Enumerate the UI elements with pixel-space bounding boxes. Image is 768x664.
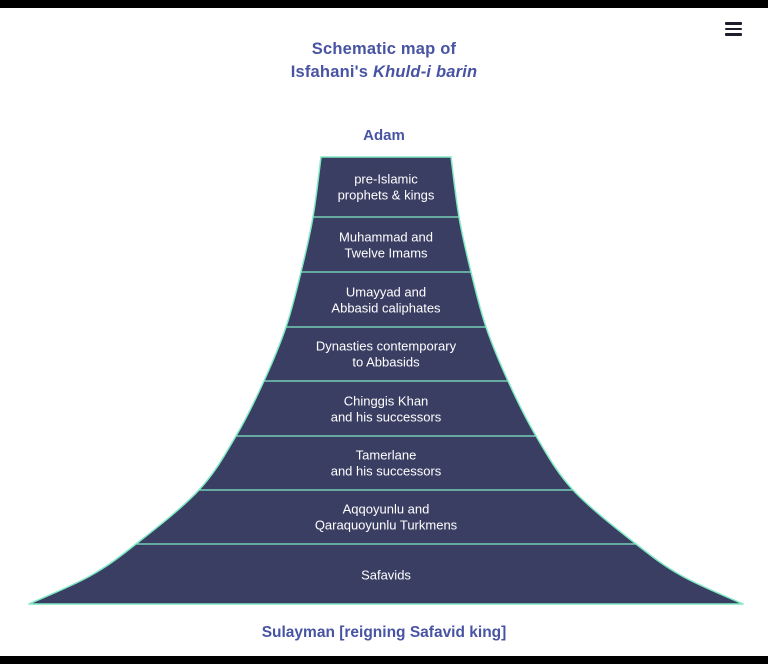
- tier-label-chinggis: Chinggis Khan and his successors: [330, 393, 442, 425]
- tier-label-tamerlane: Tamerlane and his successors: [330, 447, 442, 479]
- tier-label-dynasties: Dynasties contemporary to Abbasids: [315, 338, 457, 370]
- bottom-letterbox-bar: [0, 656, 768, 664]
- title-line2: Isfahani's Khuld-i barin: [0, 61, 768, 84]
- tier-label-safavids: Safavids: [361, 567, 411, 583]
- title-line2-text: Isfahani's: [290, 63, 373, 81]
- tier-label-muhammad-imams: Muhammad and Twelve Imams: [339, 229, 433, 261]
- menu-button[interactable]: [720, 18, 746, 40]
- title-line2-italic: Khuld-i barin: [372, 63, 478, 81]
- title-line1: Schematic map of: [311, 40, 457, 58]
- apex-label: Adam: [363, 127, 405, 144]
- tier-label-caliphates: Umayyad and Abbasid caliphates: [331, 284, 441, 316]
- base-label: Sulayman [reigning Safavid king]: [261, 624, 507, 641]
- tier-label-turkmens: Aqqoyunlu and Qaraquoyunlu Turkmens: [314, 501, 458, 533]
- hamburger-icon: [724, 21, 742, 38]
- tier-label-pre-islamic: pre-Islamic prophets & kings: [337, 171, 435, 203]
- page-title: Schematic map of Isfahani's Khuld-i bari…: [0, 38, 768, 84]
- top-letterbox-bar: [0, 0, 768, 8]
